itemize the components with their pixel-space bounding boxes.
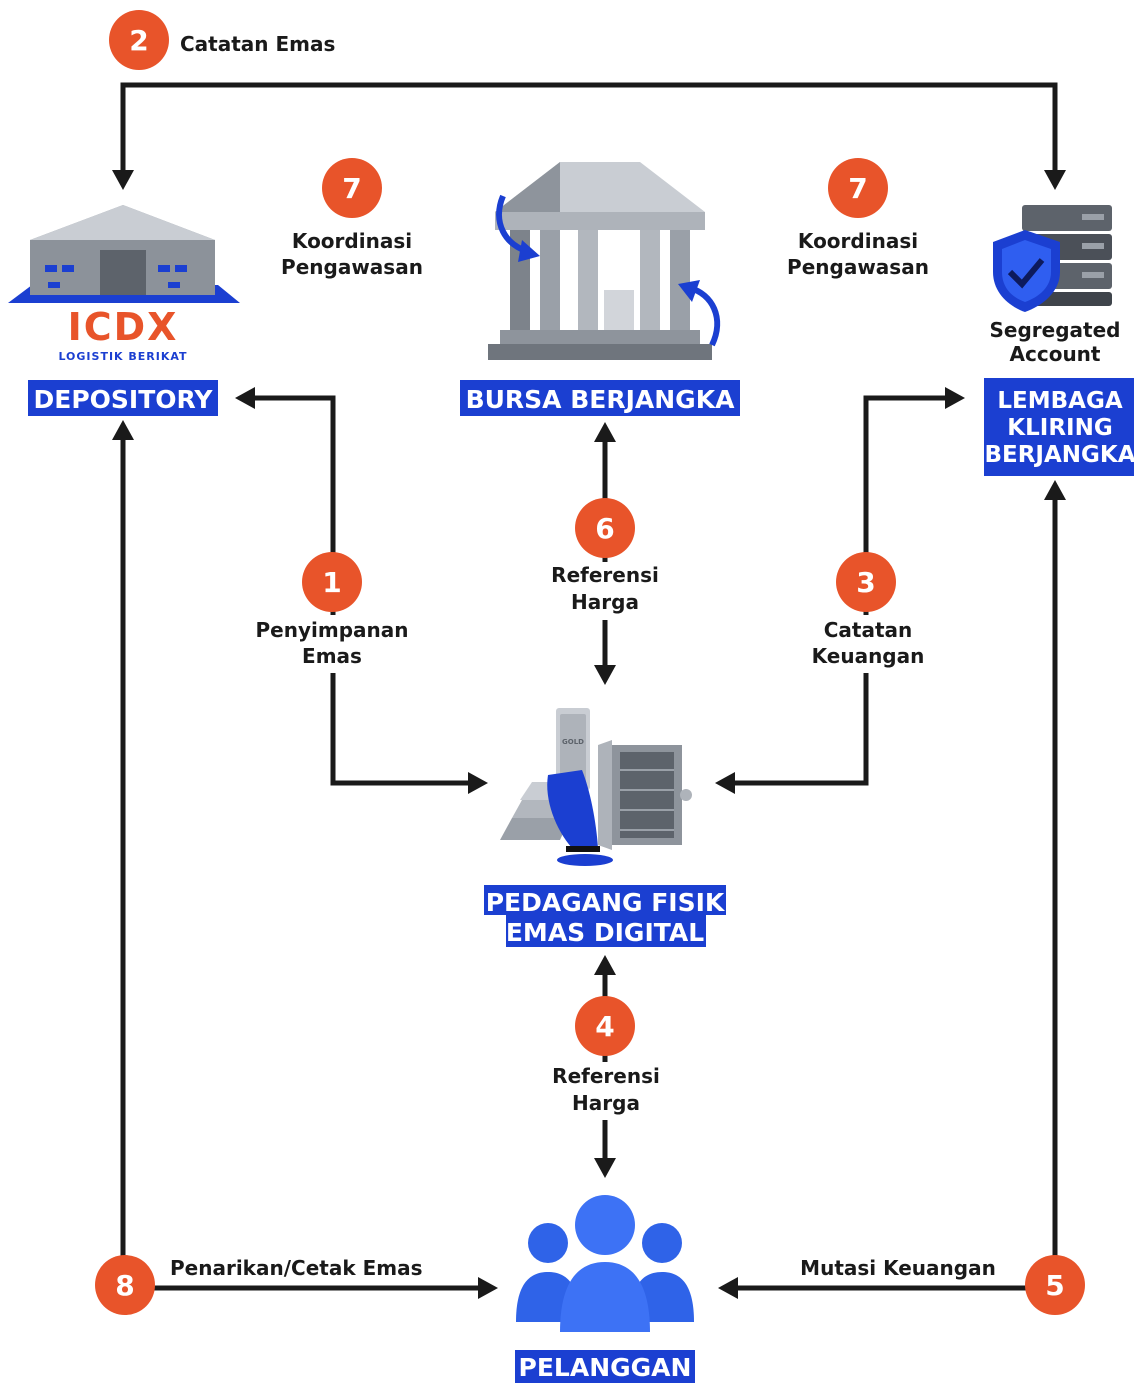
- step-7-left-label-line-1: Koordinasi: [292, 229, 412, 253]
- step-3-badge: [836, 552, 896, 612]
- arrowhead-pelanggan-right: [718, 1277, 738, 1299]
- bank-building-icon: [488, 162, 721, 360]
- step-7-left-badge: [322, 158, 382, 218]
- step-2-label: Catatan Emas: [180, 32, 335, 56]
- step-5: 5 Mutasi Keuangan: [800, 1255, 1085, 1315]
- pelanggan-box: [515, 1350, 695, 1383]
- step-7-left: 7 Koordinasi Pengawasan: [281, 158, 423, 279]
- arrowhead-pelanggan-left: [478, 1277, 498, 1299]
- lembaga-label-line-2: KLIRING: [1007, 415, 1112, 441]
- people-group-icon: [516, 1195, 694, 1332]
- step-6-badge: [575, 498, 635, 558]
- step-6-label-bg: [545, 562, 665, 620]
- icdx-logo-subtitle: LOGISTIK BERIKAT: [58, 350, 187, 363]
- arrowhead-lembaga-left: [945, 387, 965, 409]
- step-6-number: 6: [595, 512, 614, 545]
- step-7-right-number: 7: [848, 172, 867, 205]
- step-1-label-line-2: Emas: [302, 644, 362, 668]
- step-4-label-line-1: Referensi: [552, 1064, 660, 1088]
- step-3-label-line-1: Catatan: [824, 618, 913, 642]
- node-depository: DEPOSITORY: [28, 380, 218, 416]
- step-8-number: 8: [115, 1269, 134, 1302]
- step-8-badge: [95, 1255, 155, 1315]
- edge-penarikan: [120, 440, 478, 1291]
- bursa-label: BURSA BERJANGKA: [466, 385, 736, 414]
- arrowhead-pelanggan-top: [594, 1158, 616, 1178]
- arrowhead-depository-top: [112, 170, 134, 190]
- step-2: 2 Catatan Emas: [109, 10, 335, 70]
- pelanggan-label: PELANGGAN: [519, 1353, 692, 1382]
- step-5-badge: [1025, 1255, 1085, 1315]
- arrowhead-lembaga-top: [1044, 170, 1066, 190]
- step-2-badge: [109, 10, 169, 70]
- step-4-label-line-2: Harga: [572, 1091, 640, 1115]
- server-shield-icon: [993, 205, 1112, 312]
- warehouse-icon: [8, 205, 240, 303]
- gold-bar-text: GOLD: [562, 738, 584, 746]
- icdx-logo: ICDX: [68, 305, 179, 349]
- arrowhead-depository-bottom: [112, 420, 134, 440]
- step-3: 3 Catatan Keuangan: [802, 552, 932, 673]
- step-4: 4 Referensi Harga: [545, 996, 667, 1120]
- node-pedagang-fisik: PEDAGANG FISIK EMAS DIGITAL: [484, 885, 726, 947]
- step-7-right-badge: [828, 158, 888, 218]
- step-5-label: Mutasi Keuangan: [800, 1256, 996, 1280]
- step-7-left-number: 7: [342, 172, 361, 205]
- arrowhead-pedagang-left: [468, 772, 488, 794]
- step-4-label-bg: [545, 1062, 667, 1120]
- arrowhead-bursa-bottom: [594, 422, 616, 442]
- edge-catatan-emas: [120, 82, 1058, 170]
- arrowhead-pedagang-right: [715, 772, 735, 794]
- step-6-label-line-2: Harga: [571, 590, 639, 614]
- pedagang-box-line-1: [484, 885, 726, 915]
- step-3-number: 3: [856, 566, 875, 599]
- step-4-number: 4: [595, 1010, 614, 1043]
- step-1-badge: [302, 552, 362, 612]
- segregated-account-line-1: Segregated: [990, 318, 1121, 342]
- lembaga-box: [984, 378, 1134, 476]
- node-bursa-berjangka: BURSA BERJANGKA: [460, 380, 740, 416]
- step-1-label-bg: [252, 615, 414, 673]
- depository-box: [28, 380, 218, 416]
- segregated-account-line-2: Account: [1010, 342, 1101, 366]
- step-6: 6 Referensi Harga: [545, 498, 665, 620]
- step-8: 8 Penarikan/Cetak Emas: [95, 1255, 422, 1315]
- step-7-right: 7 Koordinasi Pengawasan: [787, 158, 929, 279]
- step-1-number: 1: [322, 566, 341, 599]
- step-7-right-label-line-1: Koordinasi: [798, 229, 918, 253]
- arrowhead-lembaga-bottom: [1044, 480, 1066, 500]
- pedagang-label-line-2: EMAS DIGITAL: [506, 918, 704, 947]
- step-2-number: 2: [129, 24, 148, 57]
- depository-label: DEPOSITORY: [33, 385, 213, 414]
- step-1: 1 Penyimpanan Emas: [252, 552, 414, 673]
- step-6-label-line-1: Referensi: [551, 563, 659, 587]
- step-5-number: 5: [1045, 1269, 1064, 1302]
- step-8-label: Penarikan/Cetak Emas: [170, 1256, 422, 1280]
- edge-penyimpanan-emas: [255, 395, 468, 786]
- arrowhead-pedagang-bottom: [594, 955, 616, 975]
- step-3-label-line-2: Keuangan: [812, 644, 925, 668]
- pedagang-box-line-2: [506, 915, 706, 947]
- step-3-label-bg: [802, 615, 932, 673]
- node-pelanggan: PELANGGAN: [515, 1350, 695, 1383]
- arrowhead-depository-right: [235, 387, 255, 409]
- step-4-badge: [575, 996, 635, 1056]
- lembaga-label-line-1: LEMBAGA: [997, 388, 1122, 414]
- step-7-left-label-line-2: Pengawasan: [281, 255, 423, 279]
- arrowhead-pedagang-top: [594, 665, 616, 685]
- step-1-label-line-1: Penyimpanan: [256, 618, 409, 642]
- pedagang-label-line-1: PEDAGANG FISIK: [486, 888, 726, 917]
- lembaga-label-line-3: BERJANGKA: [984, 442, 1134, 468]
- step-7-right-label-line-2: Pengawasan: [787, 255, 929, 279]
- gold-vault-icon: GOLD: [500, 708, 692, 866]
- bursa-box: [460, 380, 740, 416]
- node-lembaga-kliring: LEMBAGA KLIRING BERJANGKA: [984, 378, 1134, 476]
